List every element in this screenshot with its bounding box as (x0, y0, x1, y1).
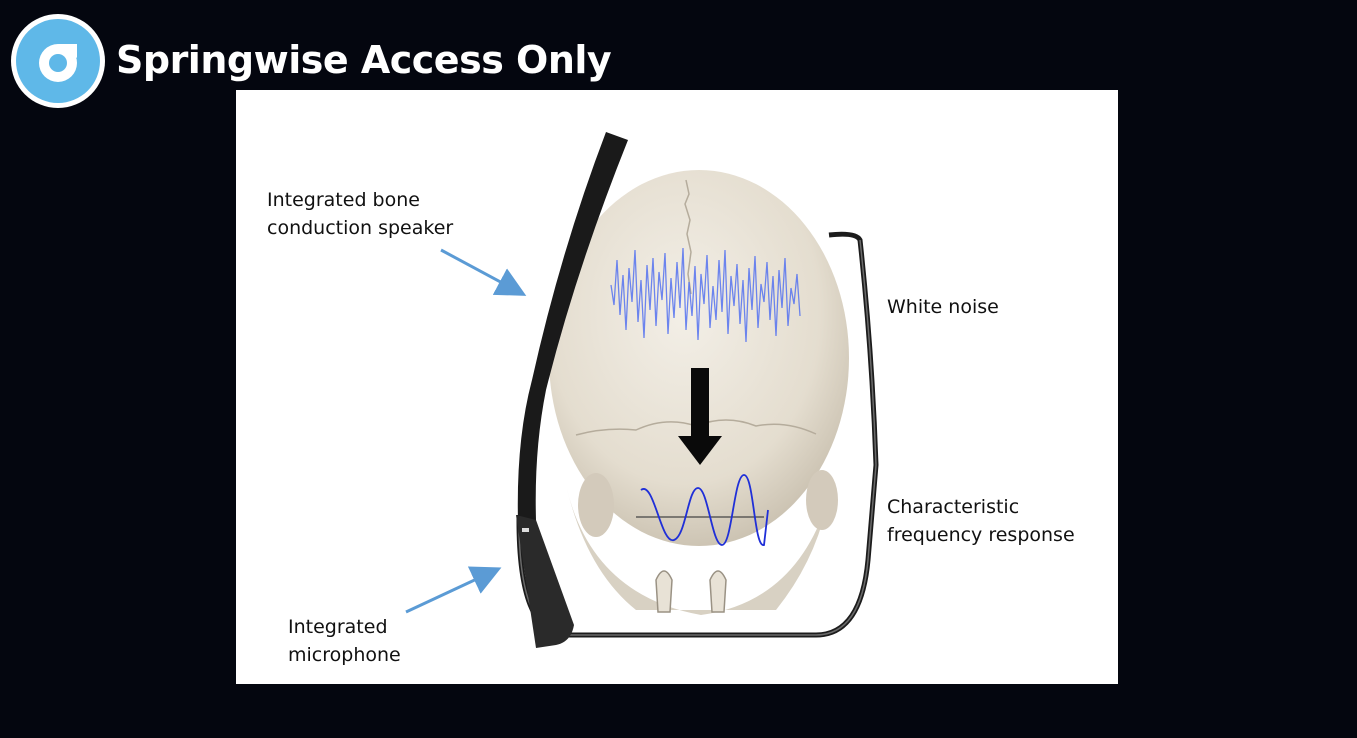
frequency-response-label-line1: Characteristic (887, 493, 1075, 521)
white-noise-label: White noise (887, 293, 999, 321)
frequency-response-label-line2: frequency response (887, 521, 1075, 549)
springwise-logo-icon (9, 12, 107, 110)
speaker-label-line2: conduction speaker (267, 214, 453, 242)
brand-title: Springwise Access Only (116, 38, 611, 82)
microphone-label-line2: microphone (288, 641, 401, 669)
microphone-pointer-arrow (406, 570, 496, 612)
speaker-label-line1: Integrated bone (267, 186, 453, 214)
white-noise-label-text: White noise (887, 293, 999, 321)
speaker-label: Integrated bone conduction speaker (267, 186, 453, 242)
diagram-figure: Integrated bone conduction speaker White… (236, 90, 1118, 684)
speaker-pointer-arrow (441, 250, 521, 293)
microphone-label-line1: Integrated (288, 613, 401, 641)
microphone-label: Integrated microphone (288, 613, 401, 669)
frequency-response-label: Characteristic frequency response (887, 493, 1075, 549)
skull-glasses-illustration (236, 90, 1118, 684)
